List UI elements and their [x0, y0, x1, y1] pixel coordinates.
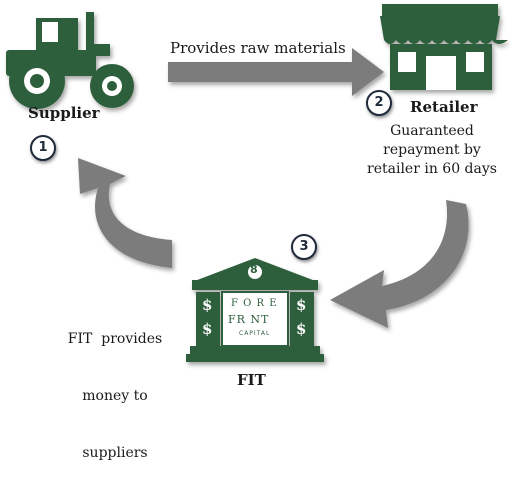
arrow-retailer-to-fit	[330, 200, 469, 328]
flow-diagram: 8 $ $ $ $ F O R E FR NT CAPITAL Supplier…	[6, 4, 508, 461]
flow-text-repayment: Guaranteed repayment by retailer in 60 d…	[358, 122, 506, 179]
retailer-label: Retailer	[410, 98, 478, 116]
fit-label: FIT	[237, 371, 266, 389]
pediment-mark: 8	[250, 263, 258, 276]
arrow-fit-to-supplier	[78, 158, 172, 268]
diagram-graphics	[6, 4, 508, 362]
dollar-sign-left-bottom: $	[202, 320, 213, 338]
step-badge-2: 2	[366, 90, 392, 116]
fit-provides-line-2: money to	[82, 388, 148, 404]
logo-line-capital: CAPITAL	[239, 330, 271, 337]
flow-text-fit-provides: FIT provides money to suppliers	[56, 292, 174, 501]
repayment-line-1: Guaranteed	[390, 123, 474, 139]
repayment-line-2: repayment by	[383, 142, 481, 158]
repayment-line-3: retailer in 60 days	[367, 161, 497, 177]
dollar-sign-right-top: $	[296, 296, 307, 314]
arrow-supplier-to-retailer	[168, 48, 384, 96]
dollar-sign-left-top: $	[202, 296, 213, 314]
supplier-label: Supplier	[28, 104, 100, 122]
step-badge-3: 3	[291, 234, 317, 260]
step-badge-1: 1	[30, 135, 56, 161]
store-icon	[380, 4, 508, 90]
flow-text-raw-materials: Provides raw materials	[170, 39, 346, 57]
tractor-icon	[6, 12, 134, 109]
dollar-sign-right-bottom: $	[296, 320, 307, 338]
fit-provides-line-3: suppliers	[82, 445, 148, 461]
logo-line-front: FR NT	[228, 313, 270, 326]
logo-line-fore: F O R E	[231, 298, 278, 309]
bank-icon	[186, 258, 324, 362]
fit-provides-line-1: FIT provides	[67, 331, 163, 347]
